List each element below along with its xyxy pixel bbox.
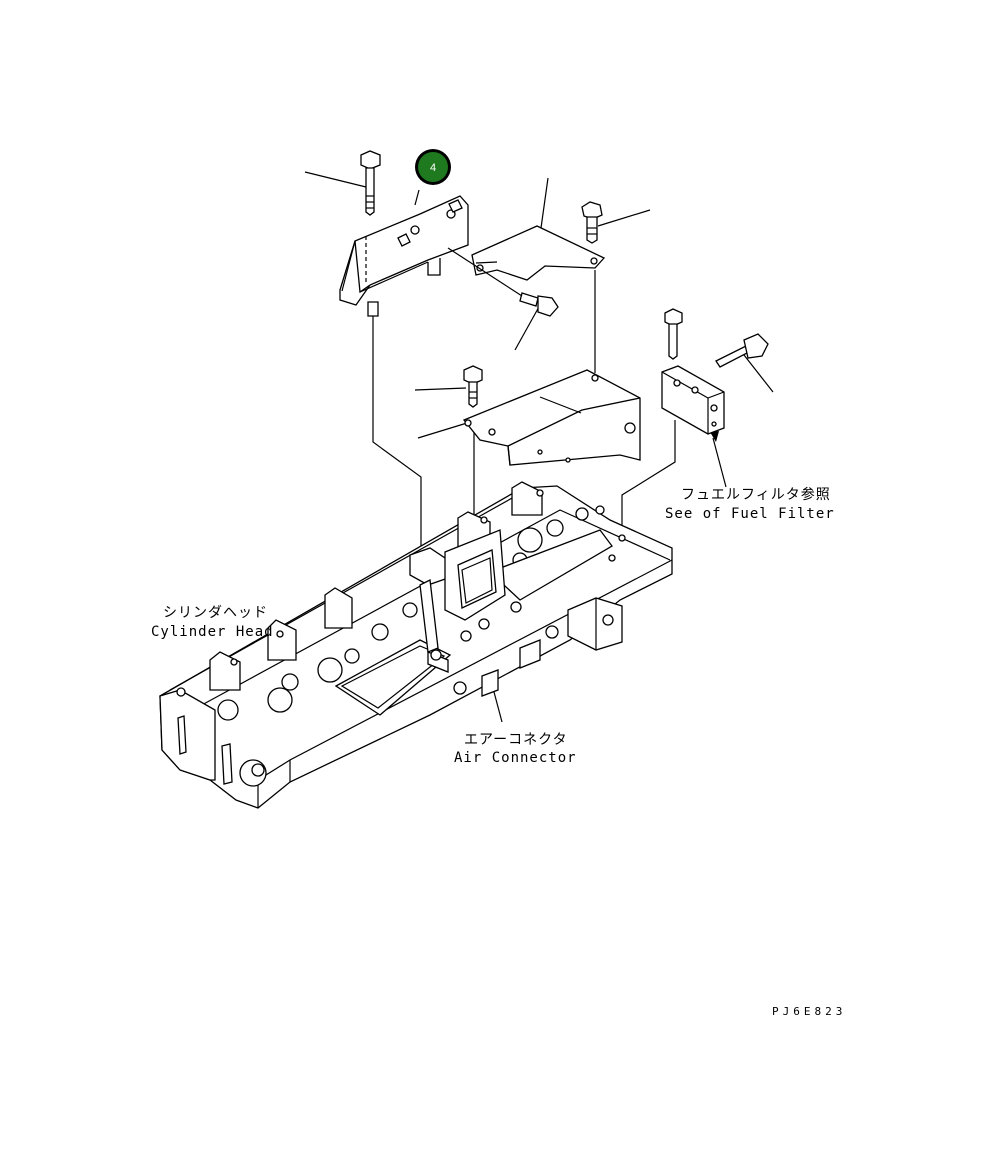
label-cylinder-head-en: Cylinder Head	[151, 624, 274, 640]
bolt-small-right	[664, 308, 683, 360]
label-air-connector-en: Air Connector	[454, 750, 577, 766]
cylinder-head	[159, 481, 673, 809]
drawing-code: PJ6E823	[772, 1005, 846, 1018]
bracket-upper-left	[339, 195, 469, 317]
label-fuel-filter-en: See of Fuel Filter	[665, 506, 835, 522]
bolt-middle-left	[463, 365, 483, 408]
callout-4-number: 4	[430, 162, 436, 174]
label-fuel-filter: フュエルフィルタ参照 See of Fuel Filter	[665, 486, 835, 522]
bolt-top-left	[360, 150, 381, 216]
label-air-connector: エアーコネクタ Air Connector	[454, 732, 577, 766]
bolt-diagonal-middle	[447, 247, 559, 317]
bolt-upper-right	[581, 201, 603, 244]
label-cylinder-head-jp: シリンダヘッド	[163, 605, 268, 621]
label-air-connector-jp: エアーコネクタ	[464, 732, 568, 748]
fuel-filter-block	[661, 365, 725, 435]
callout-4-badge	[418, 152, 448, 182]
callout-4: 4	[415, 149, 451, 185]
bracket-middle	[462, 369, 641, 466]
label-fuel-filter-jp: フュエルフィルタ参照	[681, 486, 831, 503]
bracket-upper-right	[471, 225, 606, 281]
bolt-fuel-filter	[715, 333, 769, 368]
label-cylinder-head: シリンダヘッド Cylinder Head	[151, 605, 274, 640]
